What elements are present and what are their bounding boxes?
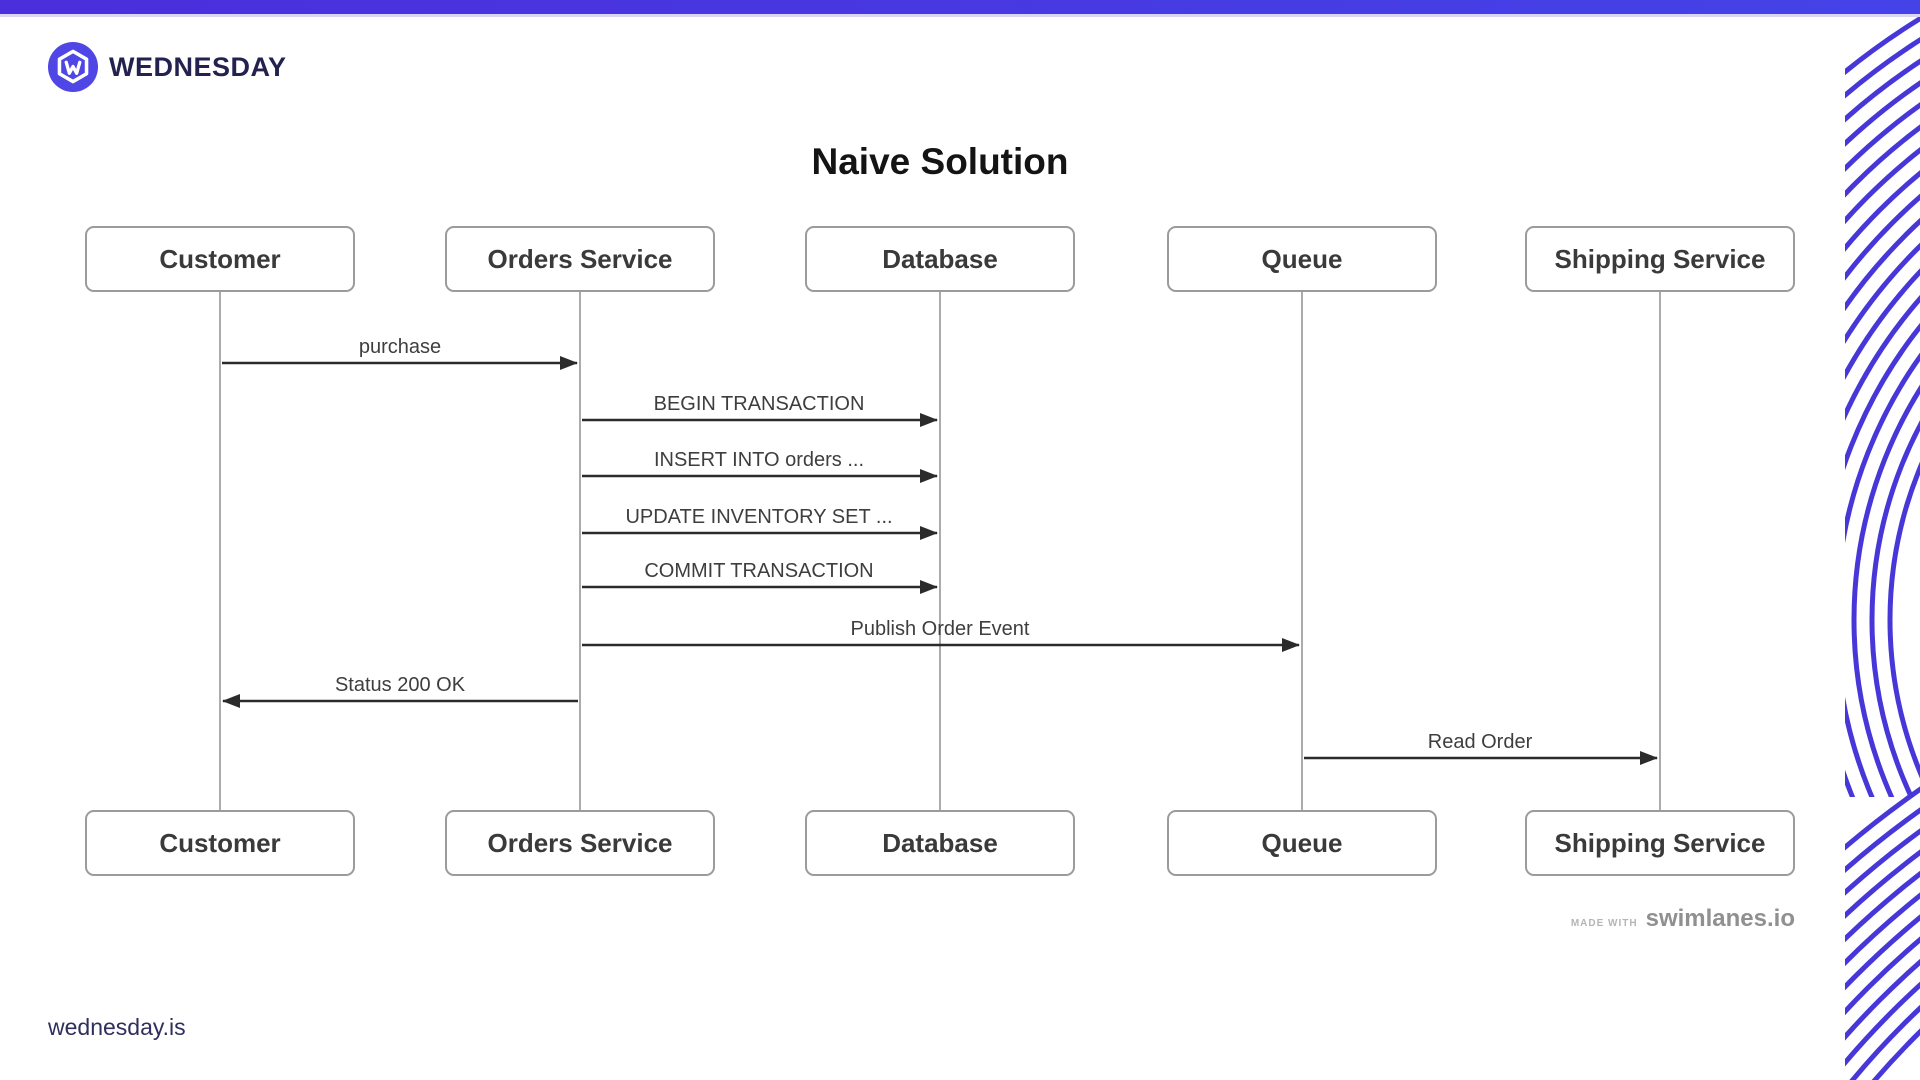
message-label-read-order: Read Order: [1427, 731, 1533, 753]
wednesday-logo-text: WEDNESDAY: [109, 51, 287, 82]
message-label-update-inventory: UPDATE INVENTORY SET ...: [625, 506, 893, 528]
actor-shipping-service-bottom: Shipping Service: [1525, 810, 1795, 876]
actor-orders-service-bottom: Orders Service: [445, 810, 715, 876]
message-label-commit-transaction: COMMIT TRANSACTION: [644, 560, 874, 582]
wednesday-logo-icon: [48, 42, 98, 92]
actor-queue-top: Queue: [1167, 226, 1437, 292]
actor-queue-bottom: Queue: [1167, 810, 1437, 876]
top-brand-bar: [0, 0, 1920, 17]
message-arrows: [222, 356, 1658, 765]
actor-customer-top: Customer: [85, 226, 355, 292]
ripple-pattern: [1845, 17, 1920, 1080]
lifelines: [219, 292, 1661, 811]
credit-brand-link[interactable]: swimlanes.io: [1645, 905, 1795, 932]
actor-orders-service-top: Orders Service: [445, 226, 715, 292]
message-label-publish-order-event: Publish Order Event: [850, 618, 1030, 640]
actor-database-top: Database: [805, 226, 1075, 292]
ripple-arcs-upper: [1845, 17, 1920, 797]
credit-prefix: MADE WITH: [1570, 918, 1638, 929]
diagram-title: Naive Solution: [811, 141, 1069, 182]
swimlanes-credit[interactable]: MADE WITH swimlanes.io: [1571, 905, 1795, 933]
wednesday-site-link[interactable]: wednesday.is: [48, 1014, 186, 1040]
message-label-purchase: purchase: [358, 336, 442, 358]
message-label-status-200-ok: Status 200 OK: [334, 674, 466, 696]
actor-database-bottom: Database: [805, 810, 1075, 876]
message-label-begin-transaction: BEGIN TRANSACTION: [653, 393, 865, 415]
actor-shipping-service-top: Shipping Service: [1525, 226, 1795, 292]
message-label-insert-into-orders: INSERT INTO orders ...: [653, 449, 865, 471]
wednesday-logo: WEDNESDAY: [48, 42, 287, 92]
actor-customer-bottom: Customer: [85, 810, 355, 876]
